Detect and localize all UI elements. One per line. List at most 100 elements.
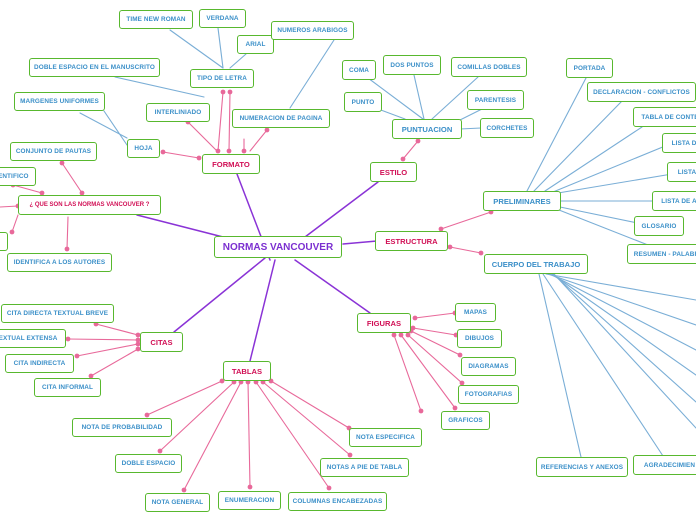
node-notas-a-pie-de-tabla[interactable]: NOTAS A PIE DE TABLA (320, 458, 409, 477)
blue-link (367, 77, 424, 120)
node-glosario[interactable]: GLOSARIO (634, 216, 684, 236)
node-tabla-de-contenido[interactable]: TABLA DE CONTE (633, 107, 696, 127)
link-dot (64, 246, 70, 252)
node-cuerpo-del-trabajo[interactable]: CUERPO DEL TRABAJO (484, 254, 588, 274)
node-textual-extensa[interactable]: TEXTUAL EXTENSA (0, 329, 66, 348)
node-arial[interactable]: ARIAL (237, 35, 274, 54)
node-doble-espacio[interactable]: DOBLE ESPACIO (115, 454, 182, 473)
link-dot (227, 89, 233, 95)
topic-formato[interactable]: FORMATO (202, 154, 260, 174)
link-dot (9, 229, 15, 235)
link-dot (181, 487, 187, 493)
node-puntuacion[interactable]: PUNTUACION (392, 119, 462, 139)
blue-link (558, 209, 649, 246)
center-link (173, 257, 266, 333)
node-dos-puntos[interactable]: DOS PUNTOS (383, 55, 441, 75)
node-dibujos[interactable]: DIBUJOS (457, 329, 502, 348)
node-preliminares[interactable]: PRELIMINARES (483, 191, 561, 211)
node-nota-de-probabilidad[interactable]: NOTA DE PROBABILIDAD (72, 418, 172, 437)
topic-tablas[interactable]: TABLAS (223, 361, 271, 381)
pink-link (402, 140, 419, 160)
node-cientifico[interactable]: CIENTIFICO (0, 167, 36, 186)
blue-link (545, 273, 696, 301)
node-declaracion-conflictos[interactable]: DECLARACION - CONFLICTOS (587, 82, 696, 102)
node-diagramas[interactable]: DIAGRAMAS (461, 357, 516, 376)
node-punto[interactable]: PUNTO (344, 92, 382, 112)
node-portada[interactable]: PORTADA (566, 58, 613, 78)
node-interliniado[interactable]: INTERLINIADO (146, 103, 210, 122)
node-conjunto-de-pautas[interactable]: CONJUNTO DE PAUTAS (10, 142, 97, 161)
link-dot (88, 373, 94, 379)
link-dot (400, 156, 406, 162)
node-identifica-autores[interactable]: IDENTIFICA A LOS AUTORES (7, 253, 112, 272)
link-dot (391, 332, 397, 338)
node-nota-especifica[interactable]: NOTA ESPECIFICA (349, 428, 422, 447)
pink-link (247, 381, 251, 488)
link-dot (215, 148, 221, 154)
pink-link (90, 348, 139, 377)
node-doble-espacio-manuscrito[interactable]: DOBLE ESPACIO EN EL MANUSCRITO (29, 58, 160, 77)
node-comillas-dobles[interactable]: COMILLAS DOBLES (451, 57, 527, 77)
node-columnas-encabezadas[interactable]: COLUMNAS ENCABEZADAS (288, 492, 387, 511)
node-fotografias[interactable]: FOTOGRAFIAS (458, 385, 519, 404)
link-dot (347, 452, 353, 458)
link-dot (65, 336, 71, 342)
blue-link (459, 127, 482, 130)
node-numeracion-de-pagina[interactable]: NUMERACION DE PAGINA (232, 109, 330, 128)
blue-link (538, 273, 582, 458)
node-lista-de-abreviaturas[interactable]: LISTA DE A (652, 191, 696, 211)
link-dot (241, 148, 247, 154)
node-cita-directa-textual-breve[interactable]: CITA DIRECTA TEXTUAL BREVE (1, 304, 114, 323)
link-dot (415, 138, 421, 144)
topic-citas[interactable]: CITAS (140, 332, 183, 352)
pink-link (410, 330, 461, 356)
pink-link (414, 312, 456, 319)
pink-link (187, 121, 218, 152)
node-verdana[interactable]: VERDANA (199, 9, 246, 28)
link-dot (398, 332, 404, 338)
node-nota-general[interactable]: NOTA GENERAL (145, 493, 210, 512)
topic-estructura[interactable]: ESTRUCTURA (375, 231, 448, 251)
blue-link (103, 110, 128, 146)
topic-figuras[interactable]: FIGURAS (357, 313, 411, 333)
center-link (249, 259, 276, 362)
link-dot (264, 127, 270, 133)
node-time-new-roman[interactable]: TIME NEW ROMAN (119, 10, 193, 29)
node-lista-de-2[interactable]: LISTA (667, 162, 696, 182)
node-referencias-y-anexos[interactable]: REFERENCIAS Y ANEXOS (536, 457, 628, 477)
node-resumen-palabras-clave[interactable]: RESUMEN - PALABR (627, 244, 696, 264)
node-coma[interactable]: COMA (342, 60, 376, 80)
link-dot (135, 337, 141, 343)
node-margenes-uniformes[interactable]: MARGENES UNIFORMES (14, 92, 105, 111)
node-corchetes[interactable]: CORCHETES (480, 118, 534, 138)
node-lista-de-1[interactable]: LISTA D (662, 133, 696, 153)
node-graficos[interactable]: GRAFICOS (441, 411, 490, 430)
link-dot (412, 315, 418, 321)
pink-link (95, 323, 139, 336)
blue-link (552, 273, 696, 403)
central-topic[interactable]: NORMAS VANCOUVER (214, 236, 342, 258)
blue-link (526, 77, 587, 192)
link-dot (160, 149, 166, 155)
node-partial-left-1[interactable] (0, 232, 8, 251)
node-enumeracion[interactable]: ENUMERACION (218, 491, 281, 510)
node-tipo-de-letra[interactable]: TIPO DE LETRA (190, 69, 254, 88)
blue-link (551, 273, 696, 376)
pink-link (262, 381, 351, 456)
node-cita-indirecta[interactable]: CITA INDIRECTA (5, 354, 74, 373)
node-hoja[interactable]: HOJA (127, 139, 160, 158)
node-agradecimientos[interactable]: AGRADECIMIEN (633, 455, 696, 475)
node-parentesis[interactable]: PARENTESIS (467, 90, 524, 110)
pink-link (11, 214, 19, 233)
node-numeros-arabigos[interactable]: NUMEROS ARABIGOS (271, 21, 354, 40)
node-mapas[interactable]: MAPAS (455, 303, 496, 322)
topic-que-son[interactable]: ¿ QUE SON LAS NORMAS VANCOUVER ? (18, 195, 161, 215)
link-dot (457, 352, 463, 358)
topic-estilo[interactable]: ESTILO (370, 162, 417, 182)
pink-link (449, 246, 482, 254)
link-dot (59, 160, 65, 166)
node-cita-informal[interactable]: CITA INFORMAL (34, 378, 101, 397)
pink-link (162, 151, 200, 159)
pink-link (61, 162, 83, 194)
blue-link (431, 76, 479, 120)
